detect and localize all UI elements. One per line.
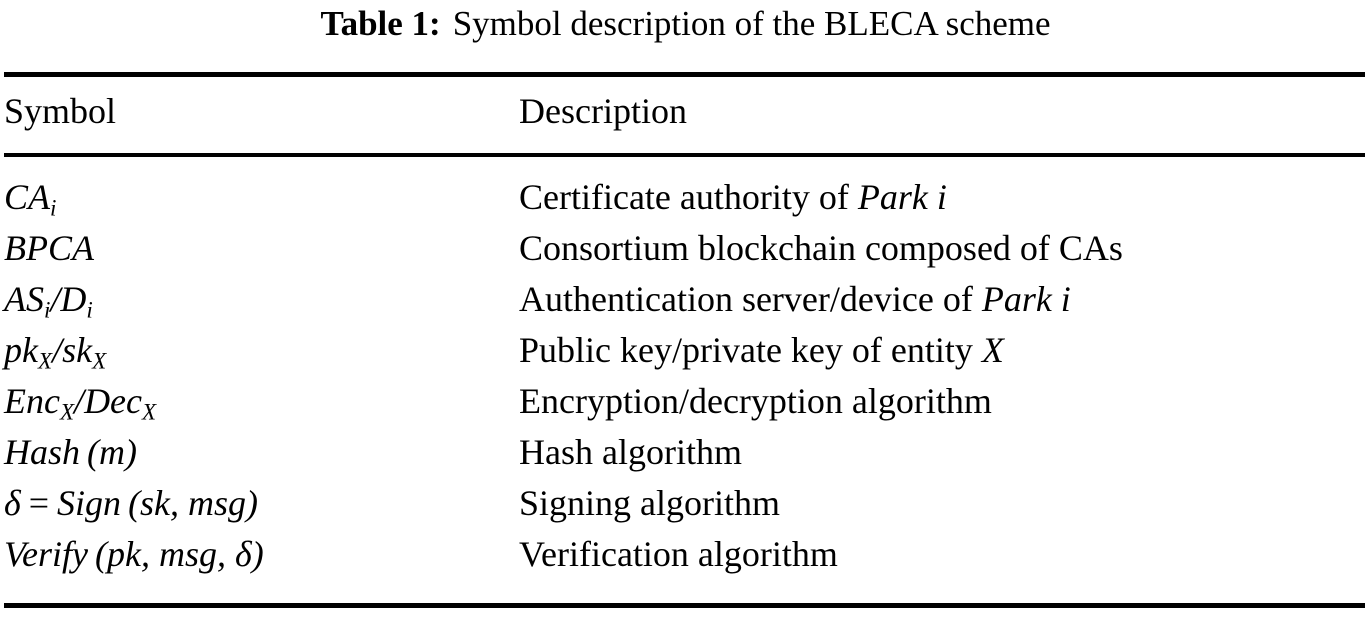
- description-emphasis: X: [981, 330, 1004, 370]
- symbol-base-second: Dec: [84, 381, 143, 421]
- table-top-rule: [4, 72, 1365, 77]
- cell-symbol: Hash(m): [4, 427, 137, 478]
- table-caption-label: Table 1:: [320, 4, 441, 43]
- table-caption-text: Symbol description of the BLECA scheme: [452, 4, 1051, 43]
- cell-description: Consortium blockchain composed of CAs: [519, 223, 1123, 274]
- symbol-separator: /: [52, 330, 63, 370]
- symbol-base: Sign: [57, 483, 122, 523]
- table-row: pkX/skX Public key/private key of entity…: [0, 325, 1371, 376]
- description-text: Certificate authority of: [519, 177, 858, 217]
- symbol-subscript: X: [37, 347, 53, 374]
- table-header-row: Symbol Description: [0, 86, 1371, 146]
- symbol-base: AS: [4, 279, 44, 319]
- cell-description: Encryption/decryption algorithm: [519, 376, 992, 427]
- cell-symbol: EncX/DecX: [4, 376, 156, 427]
- symbol-base: Hash: [4, 432, 81, 472]
- symbol-base: Enc: [4, 381, 60, 421]
- description-text: Public key/private key of entity: [519, 330, 982, 370]
- table-body: CAi Certificate authority of Park i BPCA…: [0, 172, 1371, 580]
- description-text: Verification algorithm: [519, 534, 838, 574]
- cell-description: Certificate authority of Park i: [519, 172, 947, 223]
- cell-description: Authentication server/device of Park i: [519, 274, 1071, 325]
- cell-symbol: δ=Sign(sk, msg): [4, 478, 258, 529]
- description-emphasis: Park i: [981, 279, 1071, 319]
- symbol-base-second: D: [60, 279, 87, 319]
- cell-description: Hash algorithm: [519, 427, 742, 478]
- description-text: Authentication server/device of: [519, 279, 982, 319]
- symbol-arguments: (sk, msg): [128, 483, 259, 523]
- cell-description: Public key/private key of entity X: [519, 325, 1004, 376]
- symbol-base-second: sk: [62, 330, 93, 370]
- cell-symbol: ASi/Di: [4, 274, 93, 325]
- table-caption: Table 1: Symbol description of the BLECA …: [0, 2, 1371, 46]
- table-row: Verify(pk, msg, δ) Verification algorith…: [0, 529, 1371, 580]
- table-row: CAi Certificate authority of Park i: [0, 172, 1371, 223]
- table-row: EncX/DecX Encryption/decryption algorith…: [0, 376, 1371, 427]
- cell-description: Signing algorithm: [519, 478, 780, 529]
- table-row: BPCA Consortium blockchain composed of C…: [0, 223, 1371, 274]
- description-text: Hash algorithm: [519, 432, 742, 472]
- description-text: Encryption/decryption algorithm: [519, 381, 992, 421]
- symbol-separator: /: [50, 279, 61, 319]
- cell-symbol: Verify(pk, msg, δ): [4, 529, 264, 580]
- column-header-description: Description: [519, 91, 687, 131]
- description-text: Signing algorithm: [519, 483, 780, 523]
- symbol-arguments: (m): [87, 432, 137, 472]
- symbol-subscript-second: X: [92, 347, 107, 374]
- table-row: δ=Sign(sk, msg) Signing algorithm: [0, 478, 1371, 529]
- cell-symbol: BPCA: [4, 223, 94, 274]
- cell-symbol: CAi: [4, 172, 56, 223]
- description-text: Consortium blockchain composed of CAs: [519, 228, 1123, 268]
- symbol-arguments: (pk, msg, δ): [94, 534, 264, 574]
- symbol-base: pk: [4, 330, 38, 370]
- symbol-base: CA: [4, 177, 51, 217]
- table-row: Hash(m) Hash algorithm: [0, 427, 1371, 478]
- symbol-subscript-second: X: [142, 398, 157, 425]
- symbol-subscript-second: i: [86, 296, 93, 323]
- symbol-lhs: δ: [4, 483, 21, 523]
- symbol-base: Verify: [4, 534, 88, 574]
- table-row: ASi/Di Authentication server/device of P…: [0, 274, 1371, 325]
- symbol-subscript: X: [59, 398, 75, 425]
- symbol-base: BPCA: [4, 228, 94, 268]
- cell-description: Verification algorithm: [519, 529, 838, 580]
- symbol-operator: =: [28, 483, 50, 523]
- symbol-subscript: i: [50, 194, 57, 221]
- description-emphasis: Park i: [857, 177, 947, 217]
- column-header-symbol: Symbol: [4, 91, 117, 131]
- table-header-rule: [4, 153, 1365, 157]
- table-bottom-rule: [4, 603, 1365, 608]
- symbol-subscript: i: [44, 296, 51, 323]
- cell-symbol: pkX/skX: [4, 325, 106, 376]
- symbol-separator: /: [74, 381, 85, 421]
